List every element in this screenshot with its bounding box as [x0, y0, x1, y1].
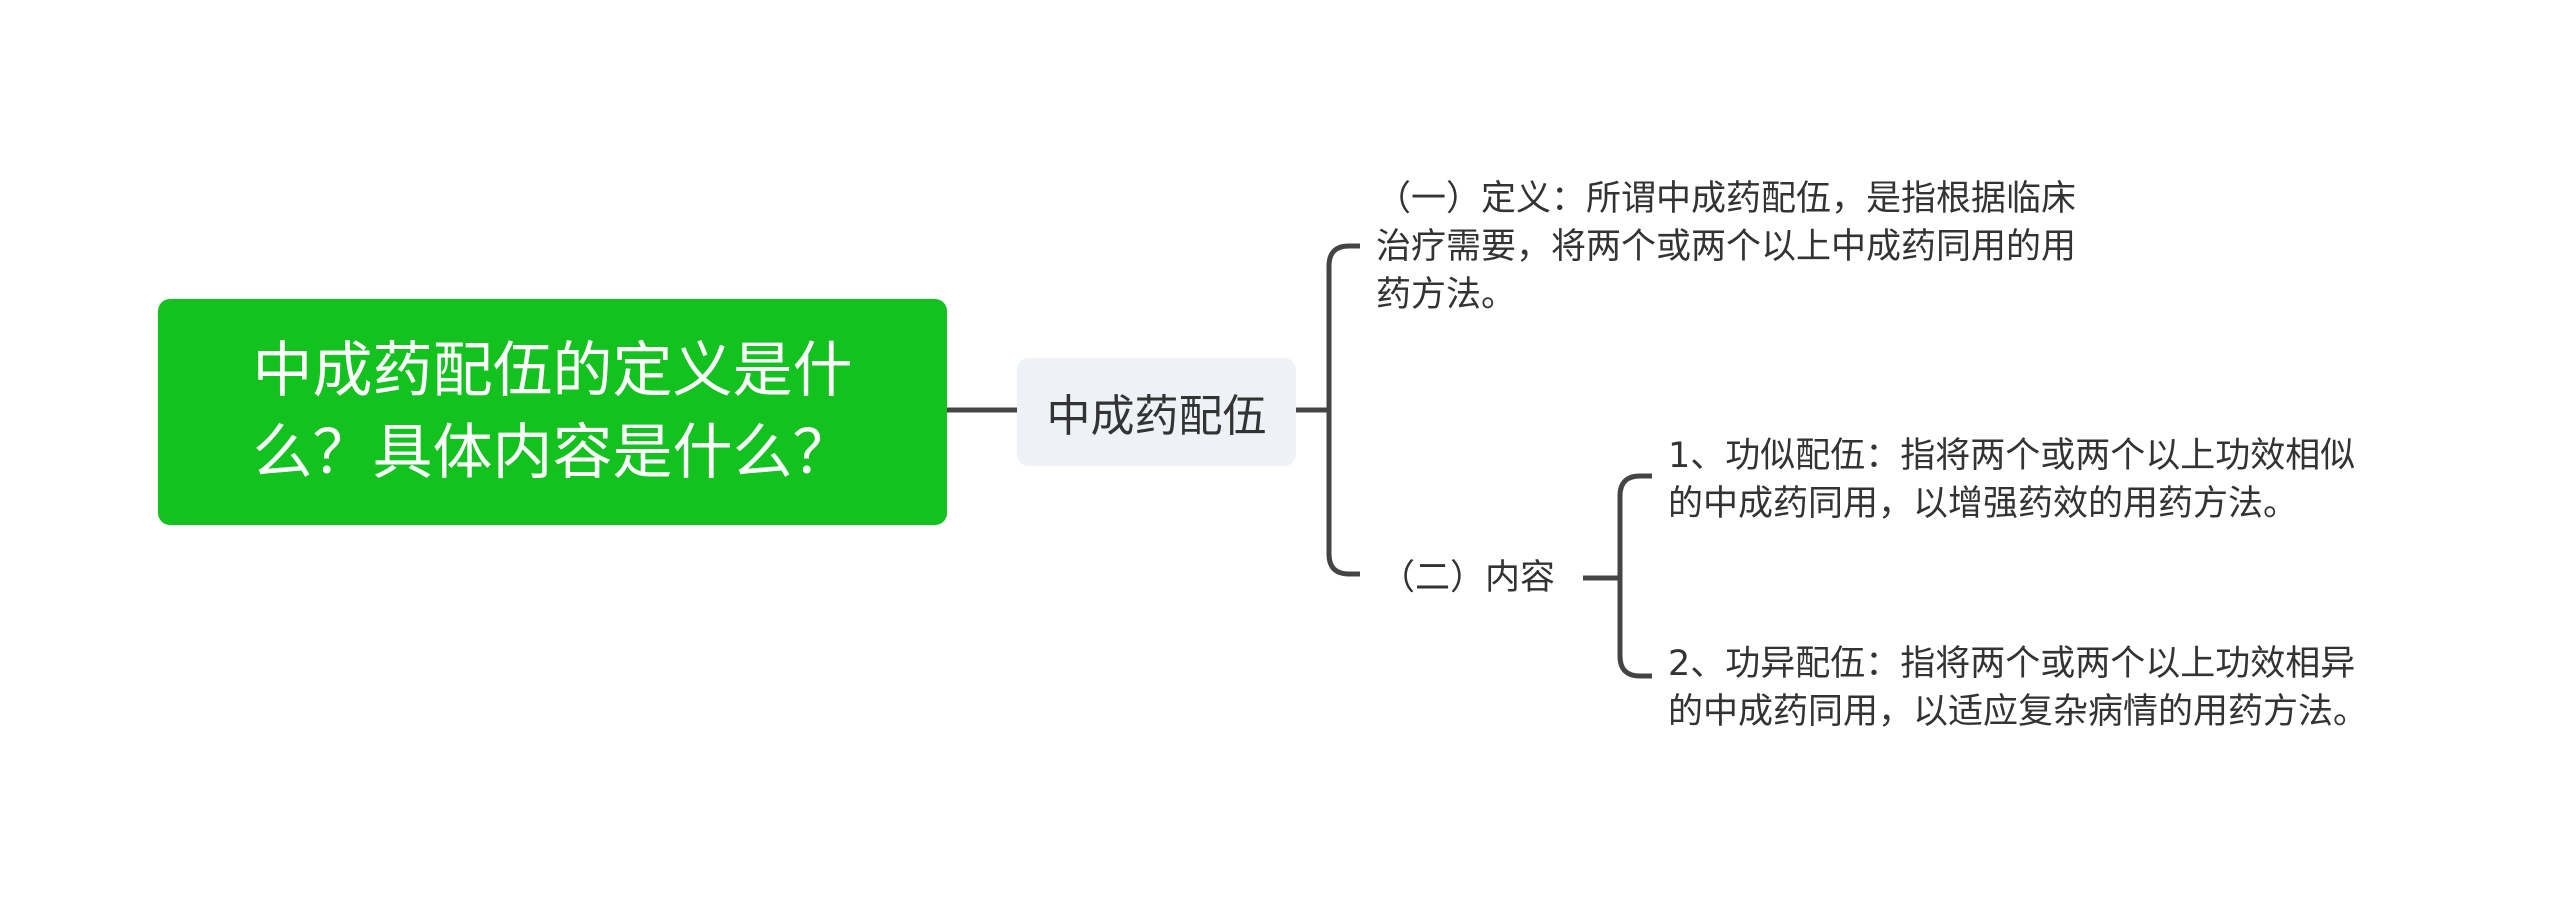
main-topic[interactable]: 中成药配伍 — [1017, 358, 1296, 466]
bracket-level1 — [1326, 243, 1360, 577]
definition-line: 治疗需要，将两个或两个以上中成药同用的用 — [1376, 227, 2077, 267]
main-topic-text: 中成药配伍 — [1046, 391, 1267, 442]
bracket-level2 — [1617, 473, 1652, 679]
content-item-line: 1、功似配伍：指将两个或两个以上功效相似 — [1668, 436, 2356, 476]
content-label: （二）内容 — [1380, 558, 1556, 598]
content-item-line: 的中成药同用，以增强药效的用药方法。 — [1668, 484, 2299, 524]
content-node[interactable]: （二）内容 — [1380, 554, 1555, 602]
definition-node[interactable]: （一）定义：所谓中成药配伍，是指根据临床 治疗需要，将两个或两个以上中成药同用的… — [1376, 175, 2076, 319]
content-item-1[interactable]: 1、功似配伍：指将两个或两个以上功效相似 的中成药同用，以增强药效的用药方法。 — [1668, 432, 2355, 528]
content-item-line: 2、功异配伍：指将两个或两个以上功效相异 — [1668, 644, 2356, 684]
root-topic-text: 中成药配伍的定义是什么？具体内容是什么？ — [252, 336, 853, 488]
root-topic[interactable]: 中成药配伍的定义是什么？具体内容是什么？ — [158, 299, 947, 525]
definition-line: （一）定义：所谓中成药配伍，是指根据临床 — [1376, 179, 2077, 219]
content-item-line: 的中成药同用，以适应复杂病情的用药方法。 — [1668, 692, 2369, 732]
content-item-2[interactable]: 2、功异配伍：指将两个或两个以上功效相异 的中成药同用，以适应复杂病情的用药方法… — [1668, 640, 2368, 736]
definition-line: 药方法。 — [1376, 275, 1517, 315]
